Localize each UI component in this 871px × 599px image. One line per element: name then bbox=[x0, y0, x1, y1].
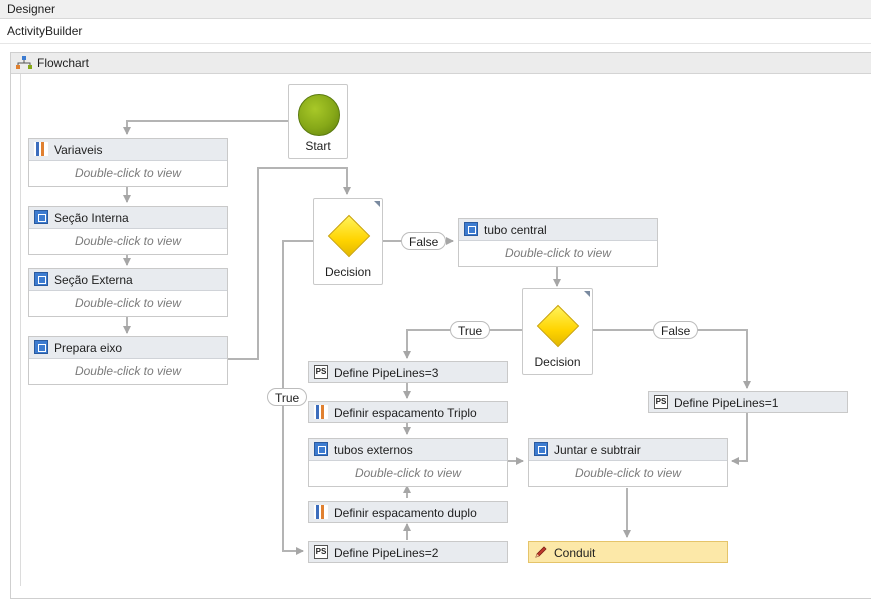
sequence-icon bbox=[34, 210, 48, 224]
activity-title: Juntar e subtrair bbox=[554, 443, 641, 457]
connector bbox=[731, 413, 748, 465]
connector-label-false[interactable]: False bbox=[653, 321, 699, 339]
flowchart-icon bbox=[16, 56, 32, 69]
connector-label-true[interactable]: True bbox=[450, 321, 491, 339]
divider bbox=[20, 74, 21, 586]
activity-hint: Double-click to view bbox=[574, 466, 682, 480]
divider bbox=[0, 43, 871, 44]
variable-icon bbox=[34, 142, 48, 156]
activity-title: Seção Interna bbox=[54, 211, 129, 225]
activity-tubos-externos[interactable]: tubos externos Double-click to view bbox=[308, 438, 508, 487]
expand-icon[interactable] bbox=[584, 291, 590, 297]
pencil-icon bbox=[535, 546, 547, 558]
activity-hint: Double-click to view bbox=[74, 364, 182, 378]
activity-title: Define PipeLines=3 bbox=[334, 366, 439, 380]
decision-icon bbox=[536, 304, 580, 348]
activity-prepara-eixo[interactable]: Prepara eixo Double-click to view bbox=[28, 336, 228, 385]
activity-title: Define PipeLines=1 bbox=[674, 396, 779, 410]
designer-titlebar: Designer bbox=[0, 0, 871, 19]
decision-node[interactable]: Decision bbox=[313, 198, 383, 285]
flowchart-title: Flowchart bbox=[37, 56, 90, 70]
decision-label: Decision bbox=[324, 265, 372, 279]
powershell-icon: PS bbox=[314, 365, 328, 379]
activity-definir-triplo[interactable]: Definir espacamento Triplo bbox=[308, 401, 508, 423]
variable-icon bbox=[314, 405, 328, 419]
sequence-icon bbox=[34, 340, 48, 354]
activity-tubo-central[interactable]: tubo central Double-click to view bbox=[458, 218, 658, 267]
connector-label-true[interactable]: True bbox=[267, 388, 308, 406]
connector bbox=[228, 167, 351, 360]
decision-label: Decision bbox=[534, 355, 581, 369]
activity-title: Definir espacamento duplo bbox=[334, 506, 477, 520]
activity-conduit[interactable]: Conduit bbox=[528, 541, 728, 563]
activity-title: tubos externos bbox=[334, 443, 413, 457]
breadcrumb-root[interactable]: ActivityBuilder bbox=[7, 24, 83, 38]
sequence-icon bbox=[464, 222, 478, 236]
powershell-icon: PS bbox=[654, 395, 668, 409]
sequence-icon bbox=[314, 442, 328, 456]
start-icon bbox=[298, 94, 340, 136]
activity-title: Define PipeLines=2 bbox=[334, 546, 439, 560]
flowchart-header[interactable]: Flowchart bbox=[11, 53, 871, 74]
variable-icon bbox=[314, 505, 328, 519]
connector-label-false[interactable]: False bbox=[401, 232, 447, 250]
activity-definir-duplo[interactable]: Definir espacamento duplo bbox=[308, 501, 508, 523]
activity-hint: Double-click to view bbox=[74, 296, 182, 310]
decision-node[interactable]: Decision bbox=[522, 288, 593, 375]
sequence-icon bbox=[34, 272, 48, 286]
activity-define-pipelines-3[interactable]: PS Define PipeLines=3 bbox=[308, 361, 508, 383]
decision-icon bbox=[327, 214, 371, 258]
sequence-icon bbox=[534, 442, 548, 456]
activity-variaveis[interactable]: Variaveis Double-click to view bbox=[28, 138, 228, 187]
activity-title: tubo central bbox=[484, 223, 547, 237]
designer-title: Designer bbox=[7, 2, 56, 16]
start-node[interactable]: Start bbox=[288, 84, 348, 159]
activity-title: Conduit bbox=[554, 546, 596, 560]
activity-title: Seção Externa bbox=[54, 273, 133, 287]
start-label: Start bbox=[305, 139, 331, 153]
activity-hint: Double-click to view bbox=[74, 234, 182, 248]
activity-hint: Double-click to view bbox=[354, 466, 462, 480]
activity-juntar-subtrair[interactable]: Juntar e subtrair Double-click to view bbox=[528, 438, 728, 487]
activity-secao-interna[interactable]: Seção Interna Double-click to view bbox=[28, 206, 228, 255]
activity-secao-externa[interactable]: Seção Externa Double-click to view bbox=[28, 268, 228, 317]
connector bbox=[123, 120, 288, 135]
powershell-icon: PS bbox=[314, 545, 328, 559]
activity-define-pipelines-2[interactable]: PS Define PipeLines=2 bbox=[308, 541, 508, 563]
activity-title: Definir espacamento Triplo bbox=[334, 406, 477, 420]
activity-hint: Double-click to view bbox=[74, 166, 182, 180]
activity-title: Variaveis bbox=[54, 143, 103, 157]
activity-define-pipelines-1[interactable]: PS Define PipeLines=1 bbox=[648, 391, 848, 413]
expand-icon[interactable] bbox=[374, 201, 380, 207]
activity-hint: Double-click to view bbox=[504, 246, 612, 260]
activity-title: Prepara eixo bbox=[54, 341, 123, 355]
connector bbox=[593, 329, 751, 389]
